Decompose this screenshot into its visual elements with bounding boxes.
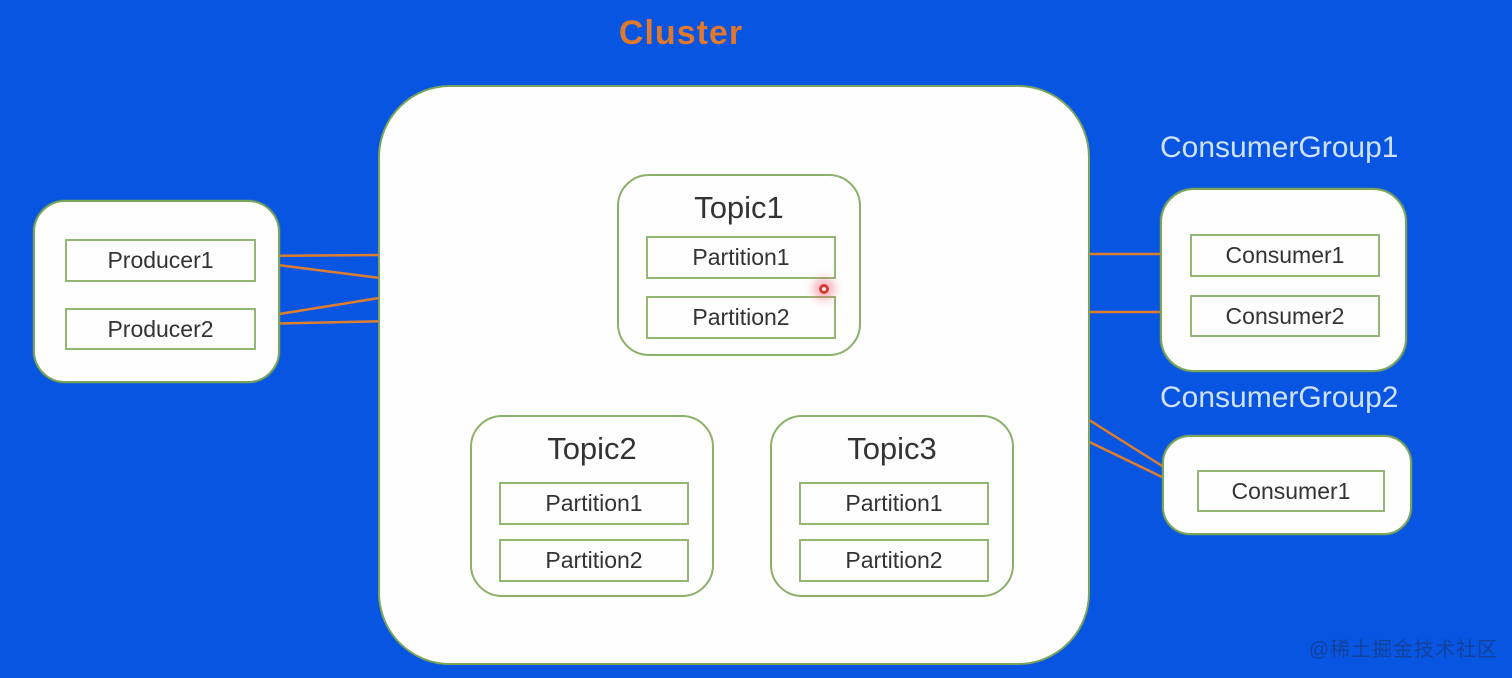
topic3-box: Topic3 Partition1 Partition2 <box>770 415 1014 597</box>
producer2-label: Producer2 <box>107 315 214 342</box>
producer1-box: Producer1 <box>65 239 256 282</box>
laser-pointer-dot <box>819 284 829 294</box>
consumergroup2-consumer1-label: Consumer1 <box>1231 477 1351 504</box>
cluster-title: Cluster <box>618 14 744 52</box>
producers-box: Producer1 Producer2 <box>33 200 280 383</box>
topic1-box: Topic1 Partition1 Partition2 <box>617 174 861 356</box>
topic3-partition2-box: Partition2 <box>799 539 989 582</box>
topic2-partition2-box: Partition2 <box>499 539 689 582</box>
topic1-partition2-box: Partition2 <box>646 296 836 339</box>
topic2-partition1-label: Partition1 <box>545 490 643 516</box>
topic3-partition1-label: Partition1 <box>845 490 943 516</box>
cluster-box: Topic1 Partition1 Partition2 Topic2 Part… <box>378 85 1090 665</box>
watermark: @稀土掘金技术社区 <box>1308 639 1498 661</box>
topic1-title: Topic1 <box>694 190 784 225</box>
consumergroup1-consumer1-box: Consumer1 <box>1190 234 1380 277</box>
topic3-partition1-box: Partition1 <box>799 482 989 525</box>
topic3-title: Topic3 <box>847 431 937 466</box>
topic3-partition2-label: Partition2 <box>845 547 943 573</box>
topic2-partition1-box: Partition1 <box>499 482 689 525</box>
producer2-box: Producer2 <box>65 308 256 350</box>
consumergroup2-consumer1-box: Consumer1 <box>1197 470 1385 512</box>
consumergroup1-box: Consumer1 Consumer2 <box>1160 188 1407 372</box>
consumergroup1-consumer2-label: Consumer2 <box>1225 302 1345 329</box>
topic2-box: Topic2 Partition1 Partition2 <box>470 415 714 597</box>
producer1-label: Producer1 <box>107 247 214 273</box>
consumergroup2-box: Consumer1 <box>1162 435 1412 535</box>
topic2-title: Topic2 <box>547 431 637 466</box>
consumergroup1-consumer1-label: Consumer1 <box>1225 242 1345 268</box>
consumergroup2-title: ConsumerGroup2 <box>1160 381 1399 414</box>
topic1-partition1-box: Partition1 <box>646 236 836 279</box>
topic1-partition2-label: Partition2 <box>692 304 790 330</box>
consumergroup1-title: ConsumerGroup1 <box>1160 131 1399 164</box>
topic2-partition2-label: Partition2 <box>545 547 643 573</box>
topic1-partition1-label: Partition1 <box>692 244 790 270</box>
consumergroup1-consumer2-box: Consumer2 <box>1190 295 1380 337</box>
